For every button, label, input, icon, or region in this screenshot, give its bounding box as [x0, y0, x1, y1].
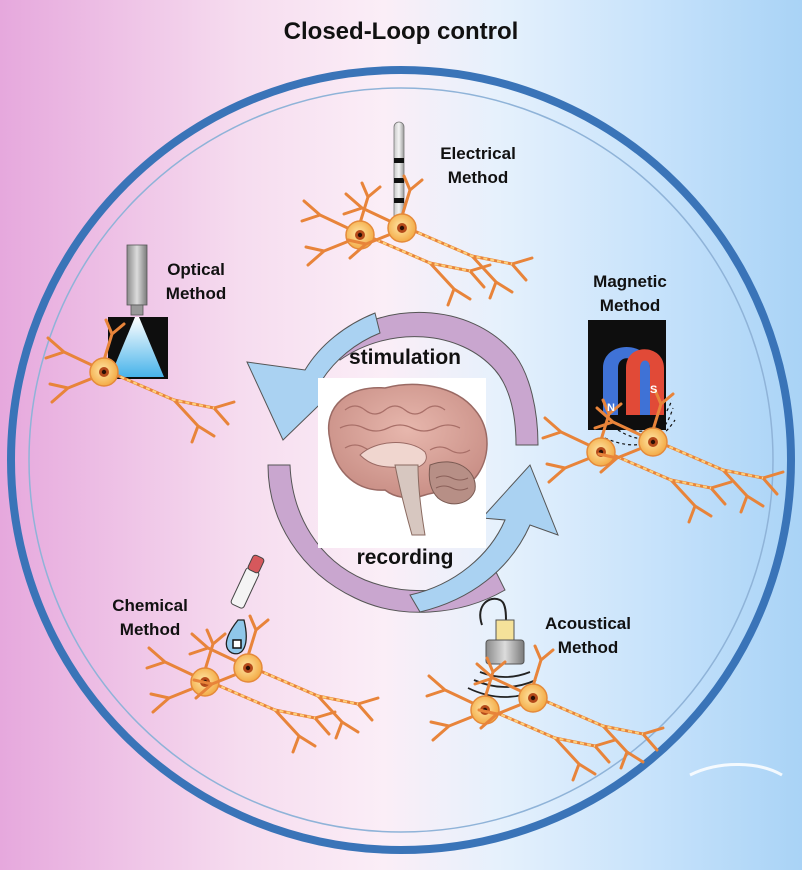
- chemical-method-label: Chemical Method: [90, 594, 210, 642]
- acoustical-method-label: Acoustical Method: [526, 612, 650, 660]
- electrical-label-line2: Method: [447, 168, 509, 187]
- recording-arc: [267, 464, 506, 613]
- stimulation-arc: [329, 312, 539, 446]
- recording-label: recording: [356, 546, 454, 569]
- recording-arrowhead: [409, 464, 559, 613]
- optical-label-line2: Method: [165, 284, 227, 303]
- brain-image: [318, 378, 488, 548]
- chemical-label-line2: Method: [119, 620, 181, 639]
- cycle-arrows: [246, 312, 559, 613]
- electrical-label-line1: Electrical: [440, 144, 516, 163]
- acoustical-label-line2: Method: [557, 638, 619, 657]
- optical-label-line1: Optical: [167, 260, 225, 279]
- chemical-label-line1: Chemical: [112, 596, 188, 615]
- acoustical-label-line1: Acoustical: [545, 614, 631, 633]
- magnetic-label-line2: Method: [599, 296, 661, 315]
- ultrasound-transducer-icon: [467, 597, 543, 698]
- optical-method-label: Optical Method: [146, 258, 246, 306]
- magnetic-label-line1: Magnetic: [593, 272, 667, 291]
- diagram-title: Closed-Loop control: [283, 18, 519, 45]
- magnetic-method-label: Magnetic Method: [570, 270, 690, 318]
- electrical-method-label: Electrical Method: [418, 142, 538, 190]
- decorative-swoosh: [689, 763, 783, 777]
- magnet-pole-s: S: [650, 384, 658, 396]
- dropper-icon: [225, 554, 265, 655]
- magnet-pole-n: N: [607, 402, 615, 414]
- inner-ring: [28, 87, 774, 833]
- outer-ring: [7, 66, 795, 854]
- stimulation-label: stimulation: [348, 346, 461, 369]
